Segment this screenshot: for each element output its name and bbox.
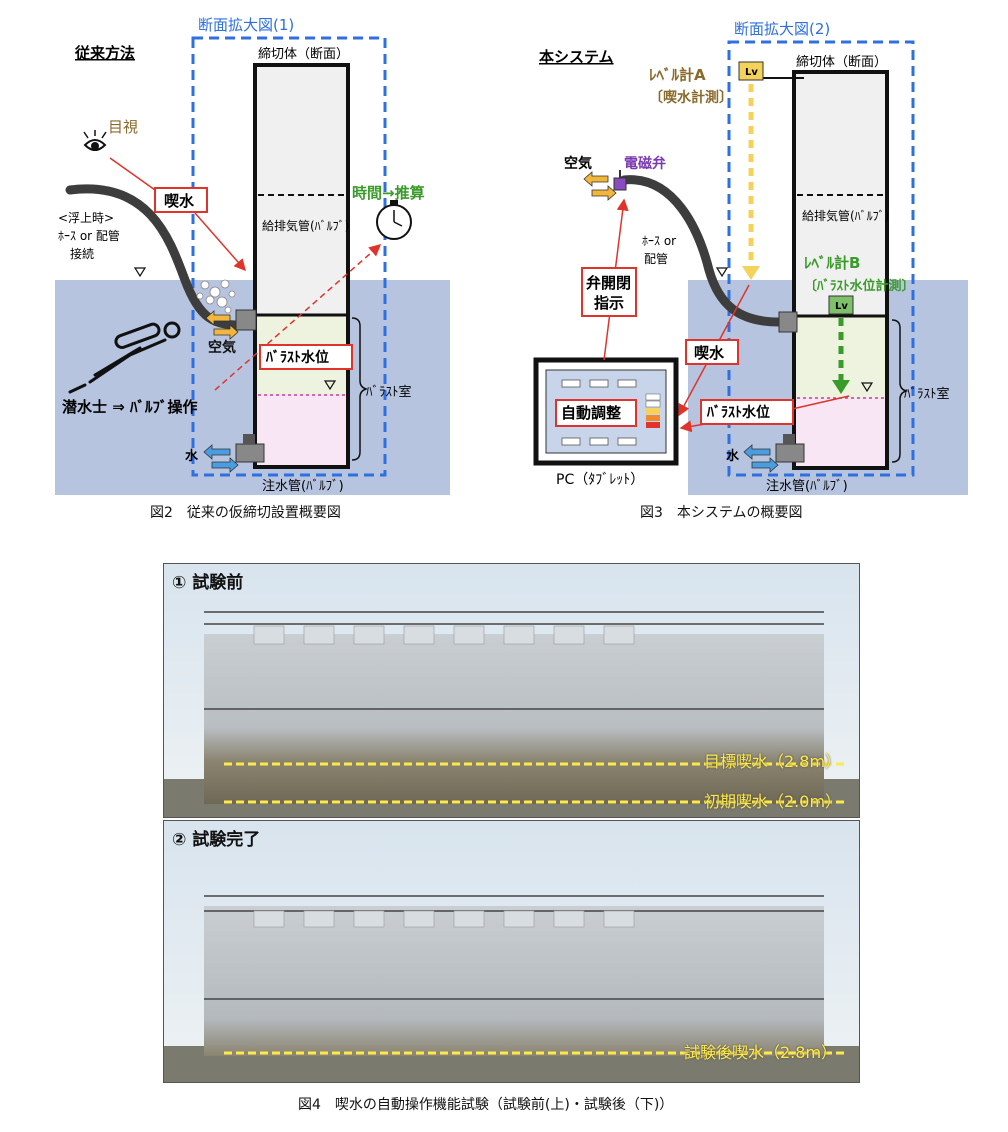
ballast-level-label: ﾊﾞﾗｽﾄ水位 bbox=[265, 349, 329, 366]
valve-command-box bbox=[581, 267, 637, 317]
level-a-label-1: ﾚﾍﾞﾙ計A bbox=[649, 66, 706, 84]
ballast-level-box bbox=[700, 399, 794, 425]
level-a-sensor bbox=[738, 61, 764, 81]
solenoid-label: 電磁弁 bbox=[624, 155, 666, 172]
pc-label: PC（ﾀﾌﾞﾚｯﾄ） bbox=[556, 472, 644, 488]
enlarged-box bbox=[727, 40, 915, 477]
target-draft-label: 目標喫水（2.8m） bbox=[704, 752, 842, 771]
vent-valve bbox=[235, 309, 257, 331]
figure-4-caption: 図4 喫水の自動操作機能試験（試験前(上)・試験後（下)） bbox=[298, 1097, 674, 1113]
figure-2-caption: 図2 従来の仮締切設置概要図 bbox=[150, 505, 341, 521]
inlet-valve bbox=[775, 443, 805, 463]
figure-3-caption: 図3 本システムの概要図 bbox=[640, 505, 803, 521]
ballast-level-label: ﾊﾞﾗｽﾄ水位 bbox=[706, 404, 770, 421]
water-arrows bbox=[743, 444, 779, 473]
visual-arrow bbox=[109, 157, 156, 191]
hose-label-2: 配管 bbox=[644, 251, 668, 266]
photo-after-image bbox=[164, 821, 859, 1082]
ballast-room-label: ﾊﾞﾗｽﾄ室 bbox=[366, 384, 412, 400]
auto-adjust-label: 自動調整 bbox=[561, 404, 621, 422]
time-arrow bbox=[214, 244, 382, 391]
inlet-pipe-label: 注水管(ﾊﾞﾙﾌﾞ) bbox=[262, 479, 344, 494]
water-label: 水 bbox=[185, 448, 199, 464]
method-title: 従来方法 bbox=[74, 44, 135, 62]
ballast-lower bbox=[255, 395, 348, 467]
before-label: ① 試験前 bbox=[172, 573, 244, 593]
air-arrows bbox=[583, 171, 617, 201]
water-level-marker bbox=[133, 267, 147, 278]
time-estimate-label: 時間→推算 bbox=[352, 184, 425, 202]
photo-after: ② 試験完了 試験後喫水（2.8m） bbox=[163, 820, 860, 1083]
visual-label: 目視 bbox=[108, 118, 138, 136]
diver-label: 潜水士 ⇒ ﾊﾞﾙﾌﾞ操作 bbox=[62, 398, 198, 416]
inlet-pipe-label: 注水管(ﾊﾞﾙﾌﾞ) bbox=[766, 479, 848, 494]
auto-adjust-box bbox=[555, 399, 637, 427]
level-b-label-2: 〔ﾊﾞﾗｽﾄ水位計測〕 bbox=[804, 278, 915, 294]
water-arrows bbox=[203, 444, 239, 473]
ballast-level-box bbox=[259, 344, 353, 370]
enlarged-box bbox=[191, 36, 387, 477]
inlet-valve bbox=[235, 443, 265, 463]
eye-icon bbox=[83, 130, 107, 151]
level-b-lv: Lv bbox=[835, 301, 848, 312]
draft-label-box bbox=[154, 187, 208, 213]
bubbles bbox=[196, 279, 236, 314]
air-arrows bbox=[205, 310, 239, 340]
cofferdam-upper bbox=[255, 65, 348, 315]
vent-valve bbox=[778, 311, 798, 333]
vent-pipe-label: 給排気管(ﾊﾞﾙﾌﾞ) bbox=[802, 208, 889, 223]
hose-note-3: 接続 bbox=[70, 246, 94, 261]
stopwatch-icon bbox=[376, 200, 412, 240]
figure-3-diagram: Lv Lv 本システム 断面拡大図(2) 締切 bbox=[533, 20, 968, 495]
hose-label-1: ﾎｰｽ or bbox=[642, 234, 676, 248]
level-b-label-1: ﾚﾍﾞﾙ計B bbox=[804, 254, 860, 272]
ballast-room-brace bbox=[891, 319, 909, 463]
enlarged-title: 断面拡大図(1) bbox=[198, 16, 294, 34]
figure-2-diagram: 従来方法 断面拡大図(1) 締切体（断面） 目視 喫水 時間→推算 <浮上時> … bbox=[55, 16, 450, 495]
hose-note-1: <浮上時> bbox=[58, 211, 114, 225]
initial-draft-label: 初期喫水（2.0m） bbox=[704, 792, 842, 811]
ballast-level-marker bbox=[860, 382, 874, 393]
after-label: ② 試験完了 bbox=[172, 830, 261, 850]
photo-before: ① 試験前 目標喫水（2.8m） 初期喫水（2.0m） bbox=[163, 563, 860, 818]
diver-icon bbox=[68, 321, 181, 394]
water-level-marker bbox=[715, 267, 729, 278]
cofferdam-label: 締切体（断面） bbox=[796, 54, 887, 70]
water-label: 水 bbox=[726, 448, 740, 464]
ballast-room-brace bbox=[351, 317, 369, 461]
photo-before-image bbox=[164, 564, 859, 817]
level-a-label-2: 〔喫水計測〕 bbox=[649, 89, 733, 106]
tablet-bars bbox=[645, 393, 661, 428]
valve-command-2: 指示 bbox=[594, 294, 624, 312]
method-title: 本システム bbox=[539, 48, 614, 66]
draft-arrow bbox=[194, 212, 246, 272]
ballast-level-marker bbox=[323, 380, 337, 391]
tablet-ui bbox=[561, 379, 637, 446]
air-label: 空気 bbox=[564, 155, 592, 172]
draft-label: 喫水 bbox=[164, 192, 195, 210]
ballast-lower bbox=[794, 398, 887, 468]
air-label: 空気 bbox=[208, 339, 236, 356]
cofferdam-outline bbox=[253, 63, 350, 469]
level-a-lv: Lv bbox=[745, 67, 758, 78]
hose bbox=[619, 175, 784, 327]
draft-label: 喫水 bbox=[694, 344, 725, 362]
level-b-sensor bbox=[828, 295, 854, 315]
enlarged-title: 断面拡大図(2) bbox=[734, 20, 830, 38]
hose-note-2: ﾎｰｽ or 配管 bbox=[58, 228, 120, 243]
valve-command-1: 弁開閉 bbox=[586, 274, 631, 292]
draft-label-box bbox=[685, 339, 739, 365]
solenoid-valve bbox=[613, 177, 627, 191]
cofferdam-label: 締切体（断面） bbox=[258, 46, 349, 62]
cofferdam-outline bbox=[792, 70, 889, 470]
ballast-room-label: ﾊﾞﾗｽﾄ室 bbox=[904, 386, 950, 402]
vent-pipe-label: 給排気管(ﾊﾞﾙﾌﾞ) bbox=[262, 218, 349, 233]
post-draft-label: 試験後喫水（2.8m） bbox=[684, 1043, 838, 1062]
